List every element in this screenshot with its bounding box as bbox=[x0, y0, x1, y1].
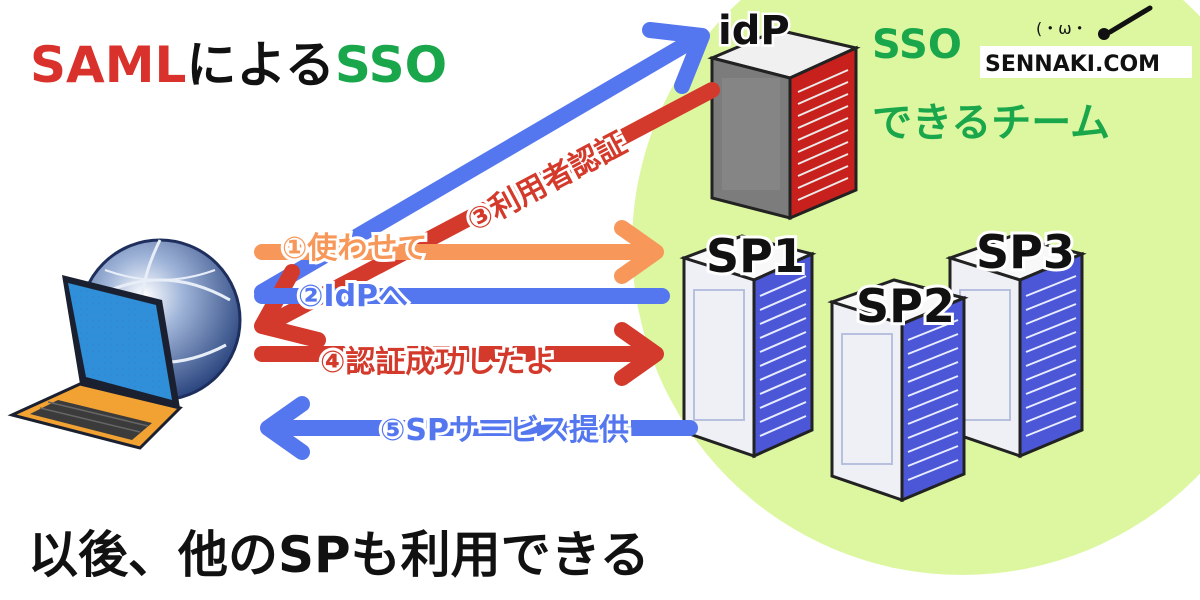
sp2-server-icon bbox=[827, 278, 969, 503]
step2-label: ②IdPへ bbox=[298, 279, 408, 314]
title-saml: SAML bbox=[30, 36, 186, 94]
step3-label: ③利用者認証 bbox=[461, 126, 632, 239]
page-title: SAMLによるSSO bbox=[30, 36, 447, 94]
sp2-label: SP2 bbox=[856, 279, 955, 333]
sp3-server-icon bbox=[945, 234, 1087, 459]
idp-label: idP bbox=[718, 8, 790, 54]
step4-label: ④認証成功したよ bbox=[320, 345, 555, 380]
arrow-step4 bbox=[254, 322, 664, 386]
brand-logo: (・ω・ SENNAKI.COM bbox=[980, 5, 1192, 78]
brand-text: SENNAKI.COM bbox=[985, 52, 1160, 77]
step5-label: ⑤SPサービス提供 bbox=[380, 413, 629, 448]
team-label-line1: SSO bbox=[872, 22, 962, 68]
team-label-line2: できるチーム bbox=[872, 100, 1110, 146]
brush-icon bbox=[1098, 5, 1153, 40]
sp3-label: SP3 bbox=[976, 225, 1075, 279]
client-laptop-icon bbox=[7, 238, 242, 450]
step1-label: ①使わせて bbox=[282, 231, 427, 266]
sp1-label: SP1 bbox=[706, 229, 805, 283]
sp1-server-icon bbox=[679, 234, 817, 459]
title-sso: SSO bbox=[335, 36, 447, 94]
footer-caption: 以後、他のSPも利用できる bbox=[28, 526, 650, 584]
arrow-step5 bbox=[260, 396, 698, 460]
brand-face: (・ω・ bbox=[1036, 19, 1088, 38]
idp-server-icon bbox=[707, 28, 861, 221]
arrow-step1 bbox=[254, 220, 664, 284]
title-niyoru: による bbox=[186, 36, 335, 94]
